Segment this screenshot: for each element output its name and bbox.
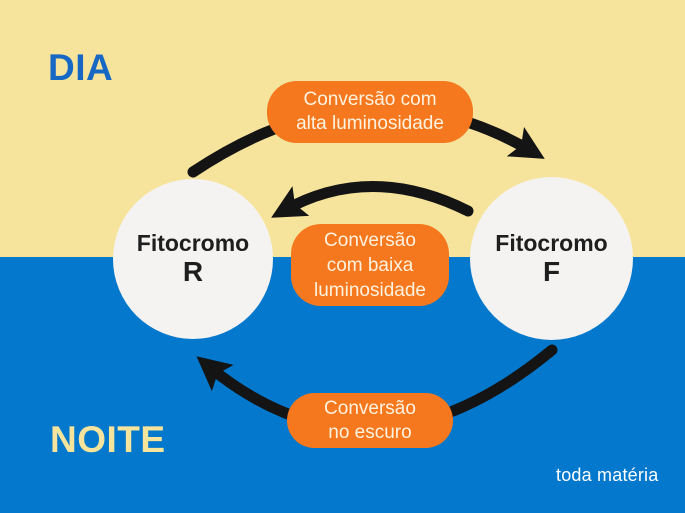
label-line: Conversão bbox=[324, 229, 416, 251]
node-name: Fitocromo bbox=[495, 229, 608, 256]
label-conversion-high-light: Conversão com alta luminosidade bbox=[267, 81, 473, 143]
label-line: luminosidade bbox=[314, 279, 426, 301]
node-letter: R bbox=[182, 256, 204, 287]
label-line: Conversão bbox=[324, 397, 416, 419]
toda-materia-logo: toda matéria bbox=[556, 465, 659, 485]
node-name: Fitocromo bbox=[136, 230, 250, 256]
label-conversion-low-light: Conversão com baixa luminosidade bbox=[291, 224, 449, 306]
label-conversion-dark: Conversão no escuro bbox=[287, 393, 453, 448]
node-fitocromo-r: Fitocromo R bbox=[113, 179, 273, 339]
label-line: com baixa bbox=[326, 254, 414, 276]
night-zone-label: NOITE bbox=[50, 419, 166, 460]
label-line: alta luminosidade bbox=[296, 113, 444, 134]
node-fitocromo-f: Fitocromo F bbox=[470, 177, 633, 340]
day-zone-label: DIA bbox=[48, 47, 114, 88]
label-line: no escuro bbox=[328, 421, 412, 443]
node-letter: F bbox=[542, 255, 561, 287]
label-line: Conversão com bbox=[303, 89, 437, 110]
